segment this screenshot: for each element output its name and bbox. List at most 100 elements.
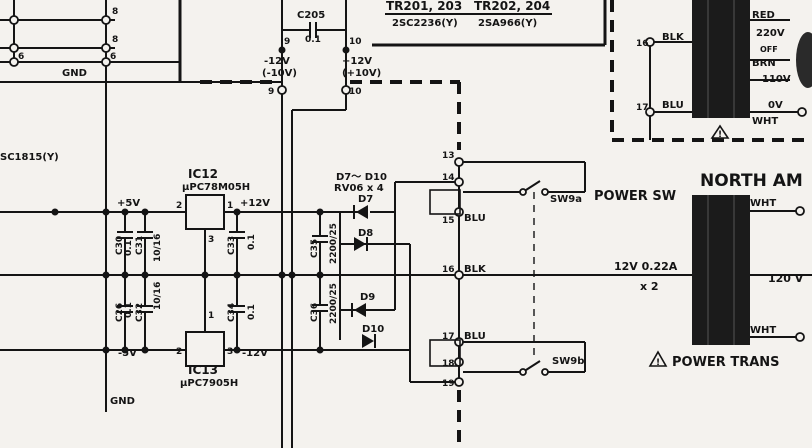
label-diodes-part: RV06 x 4	[334, 183, 384, 194]
c35-c36-caps	[312, 208, 328, 354]
svg-text:!: !	[718, 130, 722, 140]
label-c35-value: 2200/25	[329, 223, 339, 264]
label-c205: C205	[297, 10, 325, 21]
label-pin-10b: 10	[349, 87, 362, 97]
label-secondary-voltage: 12V 0.22A	[614, 260, 678, 273]
label-pin-6b: 6	[110, 52, 116, 62]
label-c36: C36	[310, 303, 320, 322]
label-ic13-part: μPC7905H	[180, 378, 238, 389]
label-ic13-pin3: 3	[227, 347, 233, 357]
label-110v: 110V	[762, 74, 791, 85]
label-c32: C32	[135, 303, 145, 322]
label-tr-top1: TR201, 203	[386, 0, 462, 13]
label-plus5: +5V	[117, 198, 140, 209]
label-gnd-top: GND	[62, 68, 87, 79]
label-c31-value: 10/16	[153, 234, 163, 262]
label-c33-value: 0.1	[247, 234, 257, 250]
label-pin-10a: 10	[349, 37, 362, 47]
label-sc1815: SC1815(Y)	[0, 152, 59, 163]
label-220v: 220V	[756, 28, 785, 39]
label-blk-16: BLK	[464, 264, 487, 275]
label-top-pin-8b: 8	[112, 35, 118, 45]
connector-13-19	[394, 82, 464, 448]
label-d8: D8	[358, 228, 373, 239]
label-pin-6a: 6	[18, 52, 24, 62]
label-c33: C33	[227, 236, 237, 255]
label-d7: D7	[358, 194, 373, 205]
positive-rail	[0, 194, 360, 310]
label-pin-9a: 9	[284, 37, 290, 47]
label-d9: D9	[360, 292, 375, 303]
label-c30-value: 0.1	[124, 240, 134, 256]
label-c205-value: 0.1	[305, 35, 321, 45]
power-switch	[429, 161, 586, 376]
label-c36-value: 2200/25	[329, 283, 339, 324]
label-sw9b: SW9b	[552, 356, 584, 367]
label-ic13-pin2: 2	[176, 347, 182, 357]
label-ic12-pin3: 3	[208, 235, 214, 245]
label-pin-19: 19	[442, 379, 455, 389]
label-ic12-part: μPC78M05H	[182, 182, 250, 193]
svg-text:!: !	[656, 358, 660, 368]
label-power-sw: POWER SW	[594, 189, 676, 204]
label-top-pin-8a: 8	[112, 7, 118, 17]
label-ic13: IC13	[188, 363, 218, 377]
labels: 8 8 6 6 GND 9 10 C205 0.1 -12V (-10V) +1…	[0, 0, 804, 407]
power-transformer: ! !	[610, 0, 812, 368]
label-pin-14: 14	[442, 173, 455, 183]
center-ground-line	[0, 270, 812, 280]
label-c31: C31	[135, 236, 145, 255]
label-c26: C26	[115, 303, 125, 322]
label-secondary-x2: x 2	[640, 280, 659, 293]
label-gnd-bottom: GND	[110, 396, 135, 407]
diode-bridge	[339, 205, 411, 350]
label-tr-bot2: 2SA966(Y)	[478, 18, 537, 29]
label-pin-18: 18	[442, 359, 455, 369]
label-ic12-pin2: 2	[176, 201, 182, 211]
top-left-bus	[0, 0, 282, 412]
label-neg10: (-10V)	[262, 68, 297, 79]
label-blu-right: BLU	[662, 100, 684, 111]
label-c34: C34	[227, 303, 237, 322]
label-c30: C30	[115, 236, 125, 255]
label-d10: D10	[362, 324, 384, 335]
label-pin17-right: 17	[636, 103, 649, 113]
label-pos12: +12V	[342, 56, 372, 67]
label-sw9a: SW9a	[550, 194, 582, 205]
transistor-box	[372, 0, 607, 47]
label-blu-15: BLU	[464, 213, 486, 224]
label-tr-bot1: 2SC2236(Y)	[392, 18, 458, 29]
label-off: OFF	[760, 45, 778, 54]
label-pos10: (+10V)	[342, 68, 381, 79]
negative-rail	[0, 310, 410, 367]
label-pin-15: 15	[442, 216, 455, 226]
label-c34-value: 0.1	[247, 304, 257, 320]
label-diodes: D7～ D10	[336, 172, 387, 183]
label-pin-9b: 9	[268, 87, 274, 97]
label-120v: 120 V	[768, 272, 804, 285]
label-ic12: IC12	[188, 167, 218, 181]
label-brn: BRN	[752, 58, 776, 69]
label-ic13-pin1: 1	[208, 311, 214, 321]
label-minus5: -5V	[118, 348, 137, 359]
label-blk-right: BLK	[662, 32, 685, 43]
label-tr-top2: TR202, 204	[474, 0, 550, 13]
label-wht2: WHT	[750, 198, 776, 209]
label-pin16-right: 16	[636, 39, 649, 49]
label-0v: 0V	[768, 100, 783, 111]
label-blu-17: BLU	[464, 331, 486, 342]
label-wht1: WHT	[752, 116, 778, 127]
label-c35: C35	[310, 239, 320, 258]
label-minus12-out: -12V	[242, 348, 268, 359]
label-c32-value: 10/16	[153, 282, 163, 310]
label-pin-13: 13	[442, 151, 455, 161]
label-neg12: -12V	[264, 56, 290, 67]
label-plus12-out: +12V	[240, 198, 270, 209]
label-wht3: WHT	[750, 325, 776, 336]
label-c26-value: 0.1	[124, 302, 134, 318]
label-north-am: NORTH AM	[700, 171, 803, 191]
c30-c31-caps	[117, 212, 245, 275]
c26-c32-c34-caps	[117, 275, 245, 350]
